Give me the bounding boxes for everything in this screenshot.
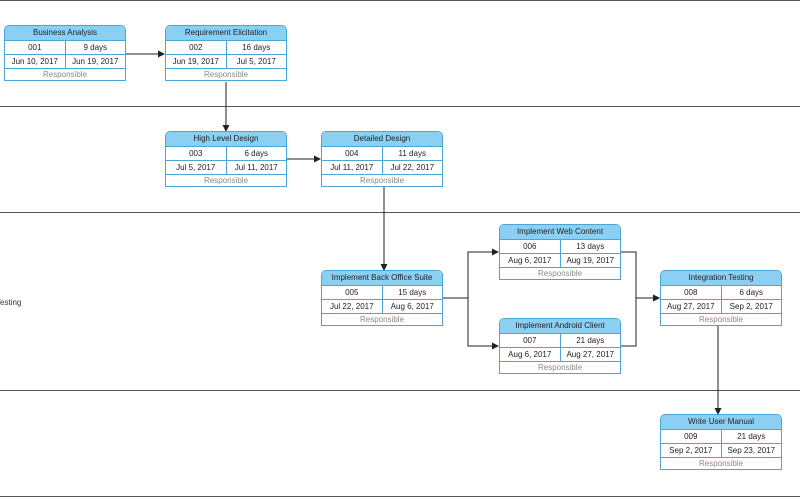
task-start: Aug 27, 2017 <box>661 300 722 313</box>
task-title: Implement Back Office Suite <box>322 271 442 286</box>
task-responsible: Responsible <box>203 70 249 79</box>
task-end: Aug 27, 2017 <box>566 350 615 359</box>
task-title: Detailed Design <box>322 132 442 147</box>
task-start: Jul 5, 2017 <box>166 161 227 174</box>
task-responsible: Responsible <box>359 176 405 185</box>
task-end: Jun 19, 2017 <box>72 57 119 66</box>
task-end: Sep 23, 2017 <box>727 446 776 455</box>
task-id: 007 <box>500 334 561 347</box>
task-node[interactable]: Detailed Design 004 11 days Jul 11, 2017 J… <box>321 131 443 187</box>
task-end: Jul 5, 2017 <box>236 57 276 66</box>
task-duration: 15 days <box>398 288 427 297</box>
task-start: Jul 11, 2017 <box>322 161 383 174</box>
task-title: Implement Web Content <box>500 225 620 240</box>
task-title: Business Analysis <box>5 26 125 41</box>
task-end: Aug 19, 2017 <box>566 256 615 265</box>
task-id: 005 <box>322 286 383 299</box>
task-node[interactable]: Implement Android Client 007 21 days Aug … <box>499 318 621 374</box>
task-start: Jun 10, 2017 <box>5 55 66 68</box>
task-duration: 11 days <box>398 149 426 158</box>
task-id: 008 <box>661 286 722 299</box>
lane-divider <box>0 212 800 213</box>
task-node[interactable]: Implement Back Office Suite 005 15 days J… <box>321 270 443 326</box>
task-start: Aug 6, 2017 <box>500 348 561 361</box>
task-node[interactable]: Implement Web Content 006 13 days Aug 6, … <box>499 224 621 280</box>
task-responsible: Responsible <box>698 459 744 468</box>
lane-divider <box>0 106 800 107</box>
task-title: Write User Manual <box>661 415 781 430</box>
task-node[interactable]: Integration Testing 008 6 days Aug 27, 20… <box>660 270 782 326</box>
task-title: Implement Android Client <box>500 319 620 334</box>
task-id: 002 <box>166 41 227 54</box>
link-005-007 <box>443 297 499 350</box>
link-005-006 <box>443 248 499 299</box>
task-end: Jul 22, 2017 <box>390 163 435 172</box>
task-duration: 9 days <box>83 43 108 52</box>
task-duration: 6 days <box>244 149 269 158</box>
task-start: Sep 2, 2017 <box>661 444 722 457</box>
lane-divider <box>0 496 800 497</box>
task-node[interactable]: High Level Design 003 6 days Jul 5, 2017 J… <box>165 131 287 187</box>
task-responsible: Responsible <box>698 315 744 324</box>
task-title: High Level Design <box>166 132 286 147</box>
lane-divider <box>0 0 800 1</box>
task-id: 001 <box>5 41 66 54</box>
task-responsible: Responsible <box>537 269 583 278</box>
task-responsible: Responsible <box>42 70 88 79</box>
task-end: Sep 2, 2017 <box>729 302 773 311</box>
task-duration: 21 days <box>737 432 766 441</box>
task-end: Jul 11, 2017 <box>234 163 278 172</box>
task-id: 006 <box>500 240 561 253</box>
task-title: Requirement Elicitation <box>166 26 286 41</box>
task-duration: 13 days <box>576 242 605 251</box>
task-responsible: Responsible <box>203 176 249 185</box>
task-id: 003 <box>166 147 227 160</box>
task-id: 009 <box>661 430 722 443</box>
task-duration: 16 days <box>242 43 271 52</box>
lane-divider <box>0 390 800 391</box>
task-responsible: Responsible <box>537 363 583 372</box>
task-title: Integration Testing <box>661 271 781 286</box>
task-duration: 21 days <box>576 336 605 345</box>
task-start: Aug 6, 2017 <box>500 254 561 267</box>
lane-label-testing: Testing <box>0 298 22 307</box>
task-node[interactable]: Write User Manual 009 21 days Sep 2, 2017… <box>660 414 782 470</box>
task-end: Aug 6, 2017 <box>390 302 434 311</box>
task-duration: 6 days <box>739 288 764 297</box>
task-id: 004 <box>322 147 383 160</box>
task-node[interactable]: Requirement Elicitation 002 16 days Jun 1… <box>165 25 287 81</box>
task-node[interactable]: Business Analysis 001 9 days Jun 10, 2017… <box>4 25 126 81</box>
task-start: Jul 22, 2017 <box>322 300 383 313</box>
task-start: Jun 19, 2017 <box>166 55 227 68</box>
task-responsible: Responsible <box>359 315 405 324</box>
link-007-008 <box>612 294 660 347</box>
